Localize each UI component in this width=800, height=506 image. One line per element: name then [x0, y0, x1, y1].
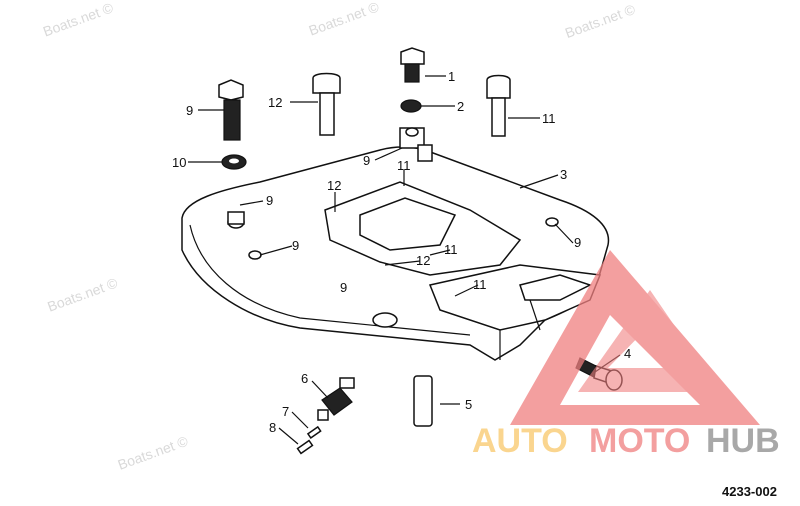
callout-11: 11	[542, 111, 556, 126]
callout-11: 11	[397, 158, 411, 173]
callout-9: 9	[340, 280, 347, 295]
watermark: Boats.net ©	[307, 0, 382, 39]
logo-inner-triangle	[578, 290, 720, 392]
stud-5	[413, 375, 433, 427]
callout-12: 12	[327, 178, 341, 193]
diagram-number: 4233-002	[722, 484, 777, 499]
pin-8	[296, 439, 314, 455]
callout-11: 11	[444, 242, 458, 257]
adapter-plate	[181, 127, 610, 361]
callout-7: 7	[282, 404, 289, 419]
callout-9: 9	[363, 153, 370, 168]
switch-6	[317, 377, 355, 421]
callout-9: 9	[574, 235, 581, 250]
callout-1: 1	[448, 69, 455, 84]
callout-9: 9	[266, 193, 273, 208]
callout-12: 12	[416, 253, 430, 268]
callout-2: 2	[457, 99, 464, 114]
callout-6: 6	[301, 371, 308, 386]
callout-9: 9	[186, 103, 193, 118]
callouts: 1 2 11 12 9 10 3 9 11 12 9 9 9 11 12 11 …	[172, 69, 631, 435]
watermark: Boats.net ©	[116, 432, 191, 472]
callout-12: 12	[268, 95, 282, 110]
callout-11: 11	[473, 277, 487, 292]
callout-5: 5	[465, 397, 472, 412]
washer-hole	[229, 158, 239, 164]
bolt-12	[312, 72, 341, 136]
callout-9: 9	[292, 238, 299, 253]
callout-3: 3	[560, 167, 567, 182]
watermark: Boats.net ©	[41, 0, 116, 40]
bolt-9	[218, 79, 244, 141]
callout-4: 4	[624, 346, 631, 361]
automotohub-logo: AUTO MOTO HUB	[472, 250, 780, 460]
washer-2	[400, 99, 422, 113]
bolt-1	[400, 47, 425, 83]
watermark: Boats.net ©	[563, 1, 638, 41]
bolt-11	[486, 74, 511, 137]
logo-text-auto: AUTO	[472, 422, 568, 460]
logo-text-hub: HUB	[706, 422, 780, 460]
callout-8: 8	[269, 420, 276, 435]
watermark: Boats.net ©	[45, 274, 120, 314]
logo-text-moto: MOTO	[589, 422, 690, 460]
pin-7	[306, 425, 322, 439]
callout-10: 10	[172, 155, 186, 170]
